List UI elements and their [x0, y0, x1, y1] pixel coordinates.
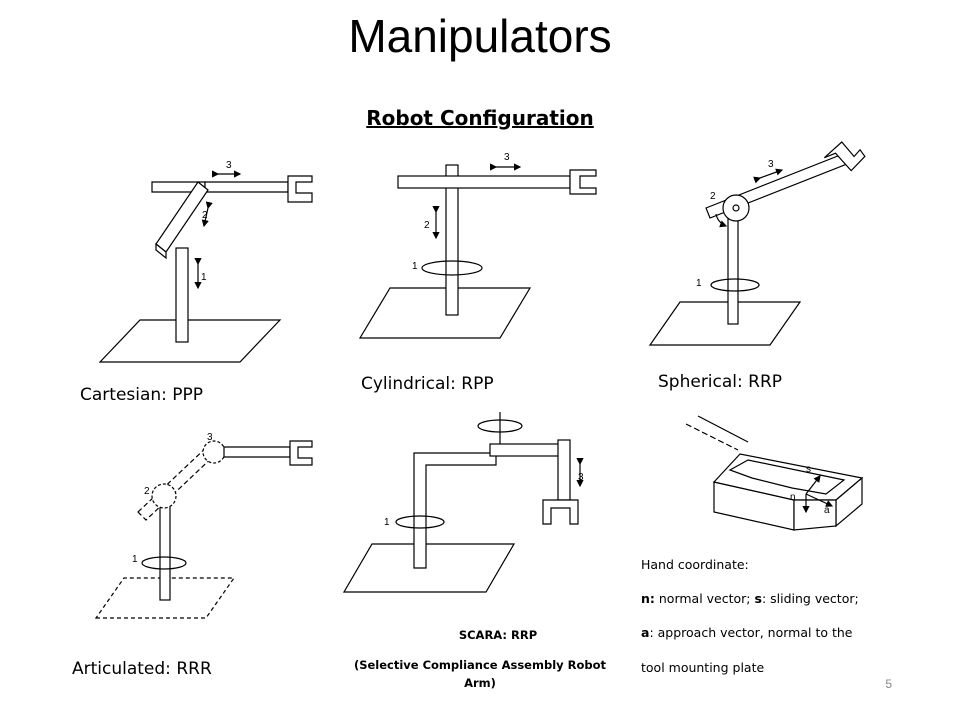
- scara-caption: SCARA: RRP: [458, 628, 538, 642]
- hand-axis-s: s: [806, 464, 811, 475]
- scara-caption-full: (Selective Compliance Assembly Robot Arm…: [353, 658, 607, 690]
- spherical-label-3: 3: [768, 159, 774, 170]
- articulated-robot-drawing: [94, 440, 313, 619]
- n-description: normal vector;: [654, 591, 755, 606]
- scara-robot-drawing: [342, 412, 584, 593]
- spherical-caption: Spherical: RRP: [658, 372, 783, 392]
- hand-coordinate-line-n-s: n: normal vector; s: sliding vector;: [641, 591, 859, 606]
- hand-coordinate-heading: Hand coordinate:: [641, 557, 749, 572]
- spherical-label-1: 1: [696, 278, 702, 289]
- cylindrical-label-3: 3: [504, 152, 510, 163]
- slide-subtitle: Robot Configuration: [366, 106, 594, 130]
- a-description: : approach vector, normal to the: [649, 625, 853, 640]
- hand-axis-n: n: [790, 492, 796, 503]
- cartesian-label-2: 2: [202, 210, 208, 221]
- a-symbol: a: [641, 625, 650, 640]
- cylindrical-caption: Cylindrical: RPP: [361, 374, 494, 394]
- cylindrical-label-2: 2: [424, 220, 430, 231]
- slide-title: Manipulators: [348, 10, 612, 62]
- scara-label-3: 3: [578, 472, 584, 483]
- spherical-robot-drawing: [648, 141, 866, 346]
- cylindrical-label-1: 1: [412, 261, 418, 272]
- page-number: 5: [885, 677, 892, 691]
- articulated-label-2: 2: [144, 486, 150, 497]
- cartesian-label-3: 3: [226, 160, 232, 171]
- articulated-label-1: 1: [132, 554, 138, 565]
- articulated-label-3: 3: [207, 432, 213, 443]
- scara-label-1: 1: [384, 517, 390, 528]
- hand-axis-a: a: [824, 505, 830, 516]
- spherical-label-2: 2: [710, 191, 716, 202]
- s-symbol: s: [754, 591, 762, 606]
- cartesian-robot-drawing: [98, 170, 313, 363]
- cartesian-caption: Cartesian: PPP: [80, 385, 204, 405]
- n-symbol: n:: [641, 591, 655, 606]
- s-description: : sliding vector;: [761, 591, 859, 606]
- cartesian-label-1: 1: [201, 272, 207, 283]
- hand-coordinate-line-a: a: approach vector, normal to the: [641, 625, 853, 640]
- cylindrical-robot-drawing: [358, 163, 597, 339]
- articulated-caption: Articulated: RRR: [72, 659, 212, 679]
- joint-number-labels: 3 2 1 3 2 1 3 2 1 3 2 1 3 1 s n a: [132, 152, 830, 565]
- hand-coordinate-drawing: [685, 415, 864, 531]
- hand-coordinate-line-tool: tool mounting plate: [641, 660, 765, 675]
